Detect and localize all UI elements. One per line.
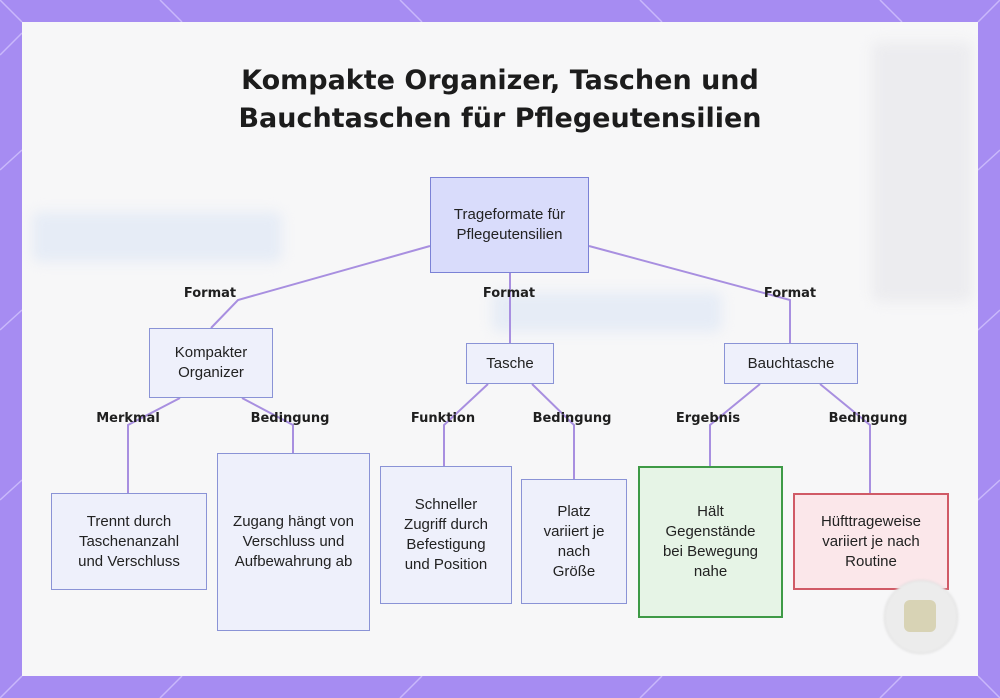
edge-label-bedingung-1: Bedingung	[251, 411, 330, 426]
node-label: Kompakter Organizer	[156, 343, 266, 383]
edge-label-funktion: Funktion	[411, 411, 475, 426]
edge-root-bauchtasche	[589, 246, 790, 343]
watermark-icon	[904, 600, 936, 632]
edge-label-format-3: Format	[764, 286, 816, 301]
edge-tasche-bedingung	[532, 384, 574, 479]
edge-label-bedingung-2: Bedingung	[533, 411, 612, 426]
node-root-label: Trageformate für Pflegeutensilien	[437, 205, 582, 245]
edge-label-format-1: Format	[184, 286, 236, 301]
edge-label-bedingung-3: Bedingung	[829, 411, 908, 426]
node-bedingung-tasche: Platz variiert je nach Größe	[521, 479, 627, 604]
edge-label-ergebnis: Ergebnis	[676, 411, 740, 426]
edge-label-format-2: Format	[483, 286, 535, 301]
node-bauchtasche: Bauchtasche	[724, 343, 858, 384]
edge-root-organizer	[211, 246, 430, 328]
node-merkmal-text: Trennt durch Taschenanzahl und Verschlus…	[51, 493, 207, 590]
node-root: Trageformate für Pflegeutensilien	[430, 177, 589, 273]
node-tasche: Tasche	[466, 343, 554, 384]
node-kompakter-organizer: Kompakter Organizer	[149, 328, 273, 398]
node-label: Zugang hängt von Verschluss und Aufbewah…	[232, 512, 355, 572]
node-bedingung-organizer: Zugang hängt von Verschluss und Aufbewah…	[217, 453, 370, 631]
edge-bauchtasche-bedingung	[820, 384, 870, 493]
edge-label-merkmal: Merkmal	[96, 411, 160, 426]
node-label: Schneller Zugriff durch Befestigung und …	[399, 495, 493, 575]
node-label: Bauchtasche	[748, 354, 835, 374]
node-funktion-tasche: Schneller Zugriff durch Befestigung und …	[380, 466, 512, 604]
node-label: Hält Gegenstände bei Bewegung nahe	[658, 502, 763, 582]
node-bedingung-bauchtasche: Hüfttrageweise variiert je nach Routine	[793, 493, 949, 590]
node-ergebnis-bauchtasche: Hält Gegenstände bei Bewegung nahe	[638, 466, 783, 618]
node-label: Hüfttrageweise variiert je nach Routine	[805, 512, 937, 572]
node-label: Platz variiert je nach Größe	[536, 502, 612, 582]
node-label: Tasche	[486, 354, 534, 374]
node-label: Trennt durch Taschenanzahl und Verschlus…	[70, 512, 188, 572]
